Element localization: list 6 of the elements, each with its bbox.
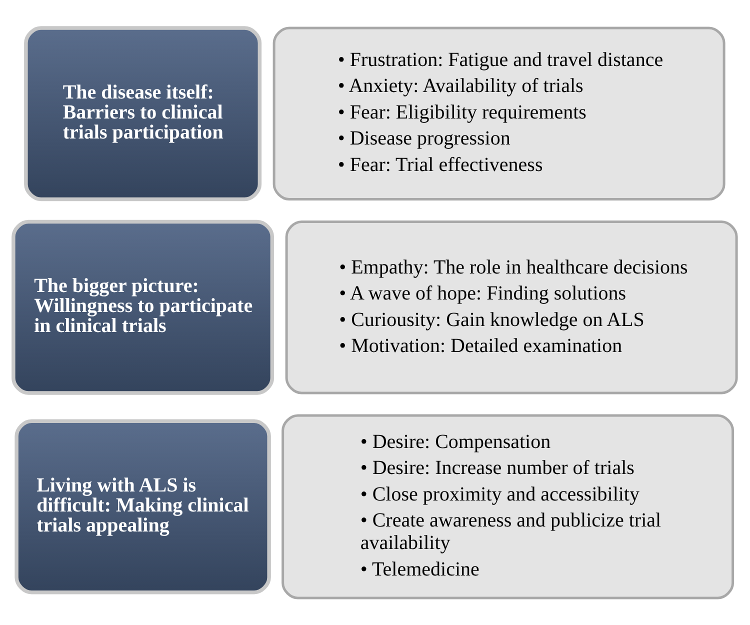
- node-box: The bigger picture: Willingness to participate in clinical trials: [12, 219, 274, 394]
- node-box: • Empathy: The role in healthcare decisions • A wave of hope: Finding solutions • Curiousity: Gain knowledge on ALS • Motivation: Detailed examination: [285, 220, 738, 394]
- node-box: • Desire: Compensation • Desire: Increase number of trials • Close proximity and accessibility • Create awareness and publicize trial availability • Telemedicine: [282, 414, 734, 599]
- node-box: The disease itself: Barriers to clinical trials participation: [24, 26, 262, 201]
- node-box: • Frustration: Fatigue and travel distance • Anxiety: Availability of trials • Fear: Eligibility requirements • Disease progression • Fear: Trial effectiveness: [272, 26, 726, 200]
- node-box: Living with ALS is difficult: Making clinical trials appealing: [14, 418, 271, 594]
